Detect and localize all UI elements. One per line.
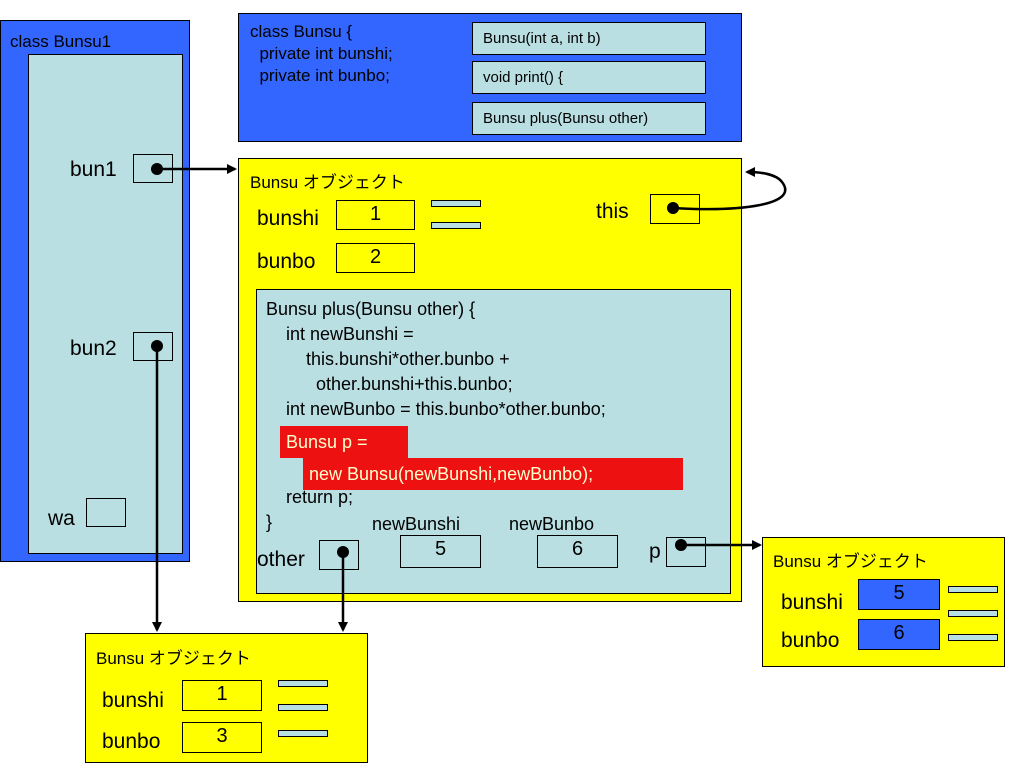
newbunshi-value: 5: [400, 535, 481, 568]
other-method-bar-1: [278, 680, 328, 687]
other-method-bar-3: [278, 730, 328, 737]
var-wa-label: wa: [48, 507, 75, 530]
object-new-title: Bunsu オブジェクト: [773, 552, 928, 571]
object-main-bunshi-label: bunshi: [257, 207, 319, 230]
object-other-bunshi-label: bunshi: [102, 689, 164, 712]
newbunbo-value: 6: [537, 535, 618, 568]
method-plus-frame: Bunsu plus(Bunsu other) { int newBunshi …: [256, 289, 731, 594]
newbunshi-label: newBunshi: [372, 514, 461, 534]
object-other-bunbo-label: bunbo: [102, 730, 161, 753]
new-method-bar-3: [948, 634, 998, 641]
p-label: p: [649, 540, 661, 563]
method-bar-1: [431, 200, 481, 207]
plus-line-2: int newBunshi =: [266, 324, 414, 344]
method-plus: Bunsu plus(Bunsu other): [472, 102, 706, 135]
class-bunsu-panel: class Bunsu { private int bunshi; privat…: [238, 13, 742, 142]
var-bun2-label: bun2: [70, 337, 117, 360]
bun1-ref-dot: [151, 163, 163, 175]
class-bunsu-line2: private int bunshi;: [250, 44, 393, 63]
class-bunsu-line3: private int bunbo;: [250, 66, 390, 85]
plus-line-4: other.bunshi+this.bunbo;: [266, 374, 513, 394]
object-new-bunshi-label: bunshi: [781, 591, 843, 614]
object-new-bunbo-label: bunbo: [781, 629, 840, 652]
method-print: void print() {: [472, 61, 706, 94]
other-method-bar-2: [278, 704, 328, 711]
this-ref-dot: [667, 202, 679, 214]
var-wa-box: [86, 498, 126, 527]
p-ref-dot: [675, 539, 687, 551]
newbunbo-label: newBunbo: [509, 514, 595, 534]
object-main: Bunsu オブジェクト bunshi 1 bunbo 2 this Bunsu…: [238, 158, 742, 602]
bun2-ref-dot: [151, 340, 163, 352]
new-method-bar-1: [948, 586, 998, 593]
object-new-bunshi-value: 5: [858, 579, 940, 610]
method-constructor: Bunsu(int a, int b): [472, 22, 706, 55]
class-bunsu1-panel: class Bunsu1: [0, 20, 190, 562]
p-ref-box: [666, 537, 706, 567]
class-bunsu-line1: class Bunsu {: [250, 22, 353, 41]
object-main-title: Bunsu オブジェクト: [250, 173, 405, 192]
object-other: Bunsu オブジェクト bunshi 1 bunbo 3: [85, 633, 368, 763]
plus-close-line: }: [266, 512, 273, 532]
object-other-bunshi-value: 1: [182, 680, 262, 711]
var-bun1-label: bun1: [70, 158, 117, 181]
object-new-bunbo-value: 6: [858, 619, 940, 650]
plus-highlight-1: Bunsu p =: [280, 426, 408, 458]
plus-return-line: return p;: [266, 487, 354, 507]
object-new: Bunsu オブジェクト bunshi 5 bunbo 6: [762, 537, 1005, 667]
plus-line-1: Bunsu plus(Bunsu other) {: [266, 299, 476, 319]
class-bunsu1-frame: [28, 54, 183, 554]
plus-highlight-2: new Bunsu(newBunshi,newBunbo);: [303, 458, 683, 490]
class-bunsu1-title: class Bunsu1: [10, 32, 112, 51]
object-other-title: Bunsu オブジェクト: [96, 649, 251, 668]
other-label: other: [257, 548, 305, 571]
other-ref-dot: [337, 546, 349, 558]
plus-line-3: this.bunshi*other.bunbo +: [266, 349, 510, 369]
object-other-bunbo-value: 3: [182, 722, 262, 753]
new-method-bar-2: [948, 610, 998, 617]
object-main-bunshi-value: 1: [336, 200, 415, 230]
object-main-bunbo-value: 2: [336, 243, 415, 273]
plus-line-5: int newBunbo = this.bunbo*other.bunbo;: [266, 399, 606, 419]
method-bar-2: [431, 222, 481, 229]
object-main-bunbo-label: bunbo: [257, 250, 316, 273]
this-label: this: [596, 200, 629, 223]
